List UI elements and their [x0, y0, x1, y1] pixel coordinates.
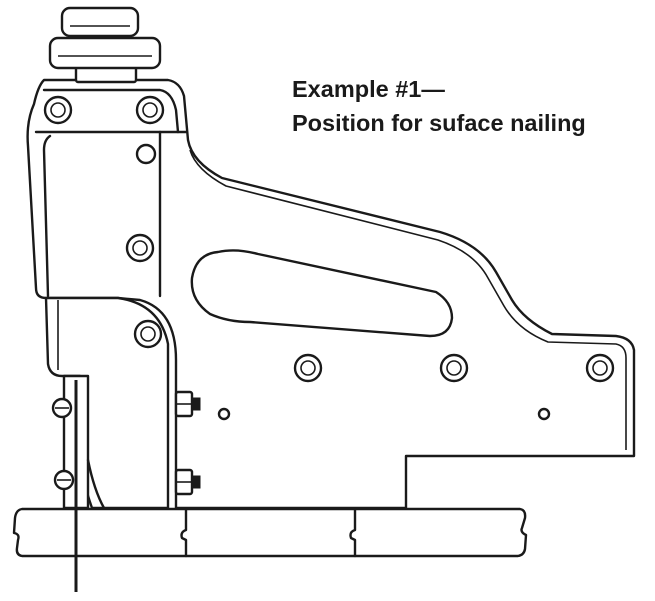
caption-line-2: Position for suface nailing	[292, 110, 586, 136]
caption-line-1: Example #1—	[292, 76, 445, 102]
floorboards	[12, 507, 528, 558]
side-nuts	[174, 390, 201, 496]
caption: Example #1— Position for suface nailing	[292, 72, 586, 140]
nailer-body	[26, 78, 636, 510]
bolts	[43, 95, 615, 491]
plunger-cap	[48, 6, 162, 84]
